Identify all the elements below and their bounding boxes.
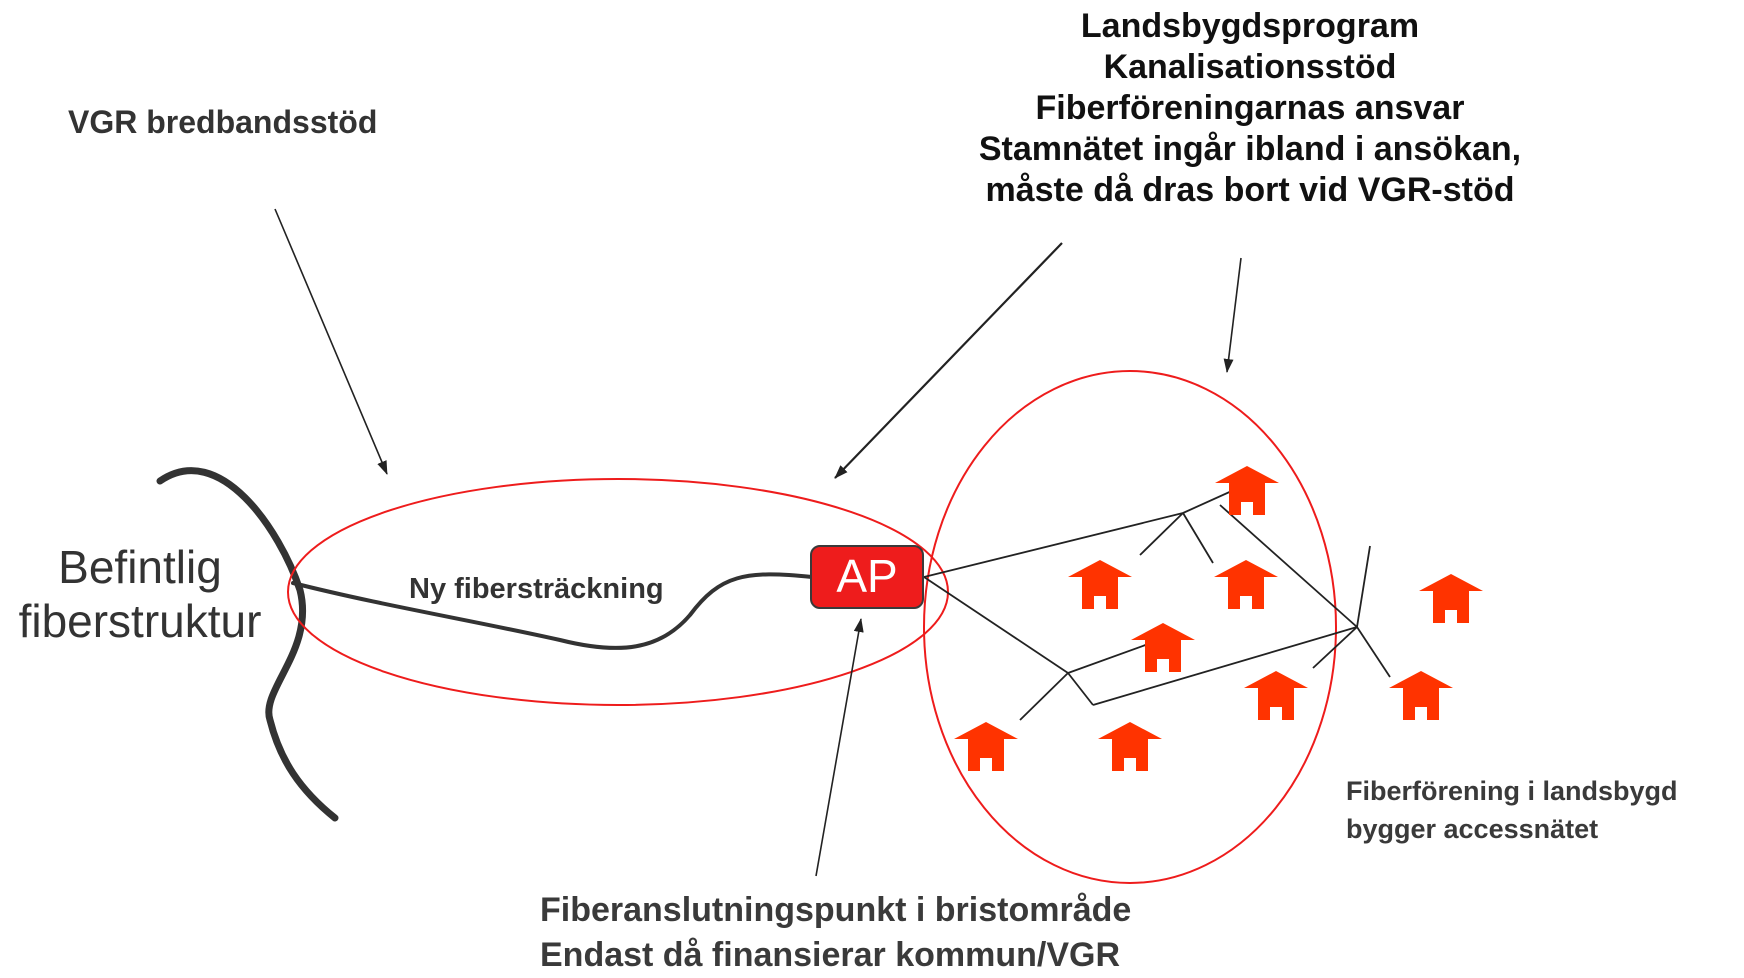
rural-program-line-3: Fiberföreningarnas ansvar bbox=[1035, 89, 1465, 127]
house-icon bbox=[1214, 560, 1278, 609]
access-network bbox=[923, 484, 1391, 721]
house-icon bbox=[1419, 574, 1483, 623]
fiber-association-line-2: bygger accessnätet bbox=[1346, 814, 1599, 844]
rural-program-line-1: Landsbygdsprogram bbox=[1080, 7, 1420, 45]
house-icon bbox=[1068, 560, 1132, 609]
existing-fiber-line-2: fiberstruktur bbox=[18, 595, 262, 647]
fiber-association-circle bbox=[923, 370, 1337, 884]
house-icon bbox=[1098, 722, 1162, 771]
rural-program-line-4: Stamnätet ingår ibland i ansökan, bbox=[978, 130, 1522, 168]
top-right-arrow-to-circle bbox=[1223, 257, 1242, 373]
top-right-arrow-to-ap bbox=[834, 242, 1063, 479]
existing-fiber-line bbox=[156, 467, 339, 822]
house-icon bbox=[1244, 671, 1308, 720]
existing-fiber-label: Befintlig fiberstruktur bbox=[0, 540, 280, 648]
connection-point-line-1: Fiberanslutningspunkt i bristområde bbox=[540, 891, 1132, 929]
house-icon bbox=[1389, 671, 1453, 720]
new-fiber-label: Ny fibersträckning bbox=[409, 573, 664, 605]
fiber-association-label: Fiberförening i landsbygd bygger accessn… bbox=[1346, 772, 1678, 848]
bottom-arrow-to-ap bbox=[815, 618, 864, 877]
connection-point-label: Fiberanslutningspunkt i bristområde Enda… bbox=[540, 888, 1131, 978]
connection-point-line-2: Endast då finansierar kommun/VGR bbox=[540, 936, 1121, 974]
existing-fiber-line-1: Befintlig bbox=[58, 541, 222, 593]
rural-program-line-5: måste då dras bort vid VGR-stöd bbox=[985, 171, 1515, 209]
rural-program-label: Landsbygdsprogram Kanalisationsstöd Fibe… bbox=[940, 6, 1560, 211]
new-fiber-route bbox=[291, 572, 814, 650]
rural-program-line-2: Kanalisationsstöd bbox=[1103, 48, 1397, 86]
vgr-arrow bbox=[274, 208, 388, 475]
vgr-support-label: VGR bredbandsstöd bbox=[68, 104, 378, 140]
house-icon bbox=[1215, 466, 1279, 515]
house-icon bbox=[954, 722, 1018, 771]
access-point-node: AP bbox=[810, 545, 924, 609]
house-icon bbox=[1131, 623, 1195, 672]
fiber-association-line-1: Fiberförening i landsbygd bbox=[1346, 776, 1678, 806]
